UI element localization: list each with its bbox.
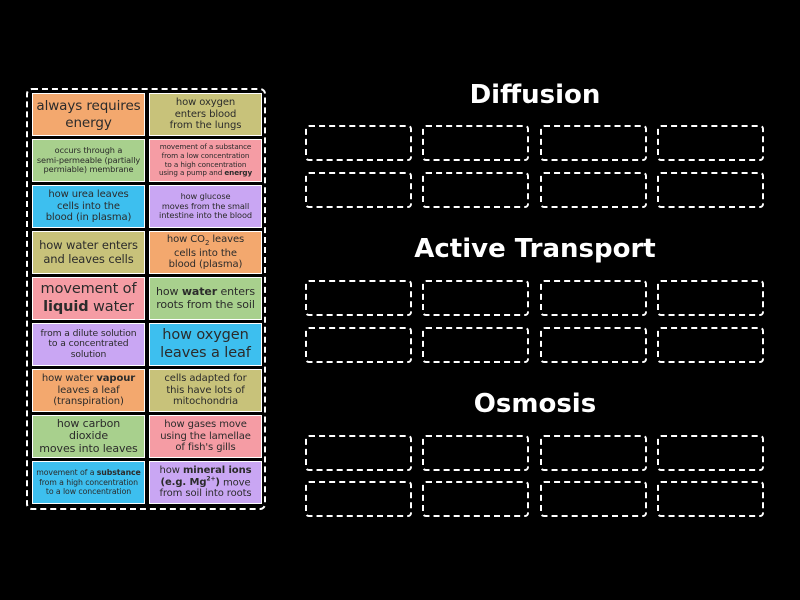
osmosis-drop-slot[interactable] [540,481,647,517]
diffusion-drop-slot[interactable] [657,172,764,208]
active-transport-drop-slot[interactable] [657,280,764,316]
active-transport-drop-slot[interactable] [540,327,647,363]
osmosis-drop-slot[interactable] [540,435,647,471]
diffusion-drop-slot[interactable] [657,125,764,161]
active-transport-drop-slot[interactable] [657,327,764,363]
group-heading-active-transport: Active Transport [414,234,656,264]
osmosis-drop-slot[interactable] [305,481,412,517]
active-transport-drop-slot[interactable] [540,280,647,316]
diffusion-drop-slot[interactable] [540,172,647,208]
diffusion-drop-slot[interactable] [305,125,412,161]
diffusion-drop-slot[interactable] [305,172,412,208]
active-transport-drop-slot[interactable] [422,280,529,316]
active-transport-drop-slot[interactable] [305,327,412,363]
osmosis-drop-slot[interactable] [657,481,764,517]
osmosis-drop-slot[interactable] [305,435,412,471]
diffusion-drop-slot[interactable] [540,125,647,161]
active-transport-drop-slot[interactable] [305,280,412,316]
osmosis-drop-slot[interactable] [422,435,529,471]
group-heading-diffusion: Diffusion [469,80,601,110]
card-tray [26,88,266,510]
diffusion-drop-slot[interactable] [422,125,529,161]
osmosis-drop-slot[interactable] [657,435,764,471]
group-heading-osmosis: Osmosis [473,389,597,419]
osmosis-drop-slot[interactable] [422,481,529,517]
active-transport-drop-slot[interactable] [422,327,529,363]
diffusion-drop-slot[interactable] [422,172,529,208]
